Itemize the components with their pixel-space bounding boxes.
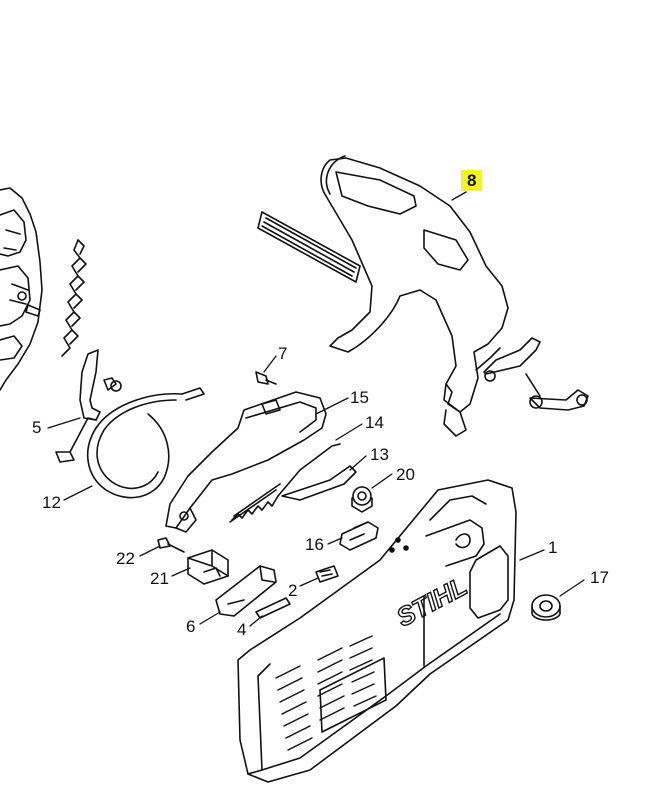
callout-8: 8: [461, 170, 483, 191]
callout-14: 14: [365, 413, 384, 432]
callout-2: 2: [288, 581, 298, 600]
callout-17: 17: [590, 568, 609, 587]
screw-part-22: [157, 537, 185, 553]
callout-1: 1: [548, 538, 558, 557]
callout-12: 12: [42, 493, 61, 512]
engine-body-fragment: [0, 187, 43, 391]
screw-part-7: [255, 371, 277, 385]
callout-13: 13: [370, 445, 389, 464]
leader-lines: [47, 191, 585, 627]
callout-16: 16: [305, 535, 324, 554]
callout-4: 4: [237, 620, 247, 639]
nut-part-17: [531, 594, 561, 621]
lever-part-6: [215, 565, 277, 617]
plate-part-13: [281, 465, 357, 501]
callout-22: 22: [116, 549, 135, 568]
callout-6: 6: [186, 617, 196, 636]
callout-21: 21: [150, 569, 169, 588]
hand-guard-part-8: [320, 155, 509, 437]
nut-part-20: [351, 486, 373, 513]
pin-part-4: [255, 597, 291, 619]
brake-linkage: [483, 337, 589, 411]
filter-screen: [257, 211, 361, 283]
clip-part-16: [339, 521, 379, 551]
spring-part-14: [229, 443, 341, 523]
sprocket-cover-part-1: [237, 479, 517, 783]
chain-sprocket: [61, 239, 87, 357]
block-part-21: [187, 549, 229, 585]
callout-15: 15: [350, 388, 369, 407]
callout-7: 7: [278, 344, 288, 363]
stud-part-2: [315, 565, 339, 583]
callout-20: 20: [396, 465, 415, 484]
brake-lever-part-15: [165, 391, 327, 533]
brake-band-part-12: [55, 387, 205, 499]
brand-logo: STIHL: [392, 571, 472, 633]
bracket-part-5: [69, 349, 122, 453]
callout-5: 5: [32, 418, 42, 437]
